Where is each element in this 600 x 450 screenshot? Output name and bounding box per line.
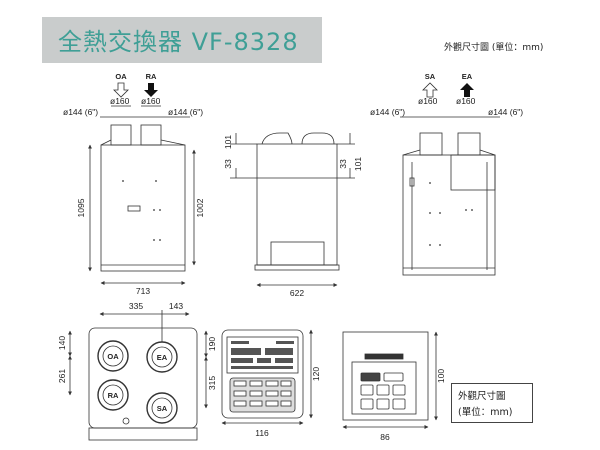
top-ea-label: EA <box>157 353 168 362</box>
dim-33-right: 33 <box>338 159 348 169</box>
dim-144-back-left: ø144 (6") <box>370 107 405 117</box>
dim-143: 143 <box>169 301 183 311</box>
controller-body <box>221 329 304 419</box>
front-duct-right <box>140 124 162 146</box>
dim-144-front-left: ø144 (6") <box>63 107 98 117</box>
dim-160-front-left: ø160 <box>110 96 130 106</box>
dim-144-front-right: ø144 (6") <box>168 107 203 117</box>
panel-body <box>342 331 429 421</box>
oa-port <box>97 340 129 372</box>
dim-120: 120 <box>311 367 321 381</box>
dim-261: 261 <box>57 369 67 383</box>
ea-label: EA <box>462 72 473 81</box>
controller-lcd-segments <box>231 341 294 369</box>
unit-caption: 外觀尺寸圖 (單位：mm) <box>444 43 544 53</box>
oa-arrow-icon <box>113 82 129 98</box>
dim-116: 116 <box>255 428 269 438</box>
side-duct-left <box>261 132 293 145</box>
dim-140: 140 <box>57 336 67 350</box>
controller-lcd <box>226 336 299 374</box>
legend-line-1: 外觀尺寸圖 <box>458 391 506 402</box>
ra-label: RA <box>146 72 157 81</box>
oa-label: OA <box>115 72 127 81</box>
back-duct-right <box>457 132 481 156</box>
dim-622: 622 <box>290 288 304 298</box>
back-panel <box>450 154 496 191</box>
side-body <box>256 143 338 266</box>
front-body <box>100 144 186 272</box>
back-body <box>402 154 496 276</box>
front-view <box>88 105 196 285</box>
back-view <box>400 116 500 276</box>
dim-160-back-right: ø160 <box>456 96 476 106</box>
sa-arrow-icon <box>422 82 438 98</box>
dim-160-front-right: ø160 <box>141 96 161 106</box>
ra-port <box>97 379 129 411</box>
dim-144-back-right: ø144 (6") <box>488 107 523 117</box>
top-ra-label: RA <box>108 391 119 400</box>
ra-arrow-icon <box>144 83 158 97</box>
dim-101-left: 101 <box>223 135 233 149</box>
dim-100: 100 <box>436 369 446 383</box>
title-banner <box>42 17 322 63</box>
front-label-plate <box>127 205 141 212</box>
controller-view <box>221 329 313 425</box>
panel-view <box>342 331 438 429</box>
dim-86: 86 <box>380 432 390 442</box>
dim-335: 335 <box>129 301 143 311</box>
dim-315: 315 <box>207 376 217 390</box>
side-filter-door <box>270 241 325 266</box>
dim-160-back-left: ø160 <box>418 96 438 106</box>
dim-713: 713 <box>136 286 150 296</box>
back-duct-left <box>419 132 443 156</box>
top-sa-label: SA <box>157 404 168 413</box>
top-oa-label: OA <box>107 352 119 361</box>
side-duct-right <box>301 132 335 145</box>
sa-label: SA <box>425 72 436 81</box>
dim-33-left: 33 <box>223 159 233 169</box>
dim-1095: 1095 <box>76 198 86 217</box>
legend-line-2: (單位：mm) <box>458 407 513 418</box>
sa-port <box>146 392 178 424</box>
top-view <box>68 310 208 441</box>
ea-arrow-icon <box>460 83 474 97</box>
front-duct-left <box>110 124 132 146</box>
dim-190: 190 <box>207 337 217 351</box>
panel-screen <box>351 361 417 415</box>
dim-101-right: 101 <box>353 157 363 171</box>
dim-1002: 1002 <box>195 198 205 217</box>
side-view <box>230 132 355 287</box>
legend-box <box>451 383 533 423</box>
page-title: 全熱交換器 VF-8328 <box>58 28 299 56</box>
